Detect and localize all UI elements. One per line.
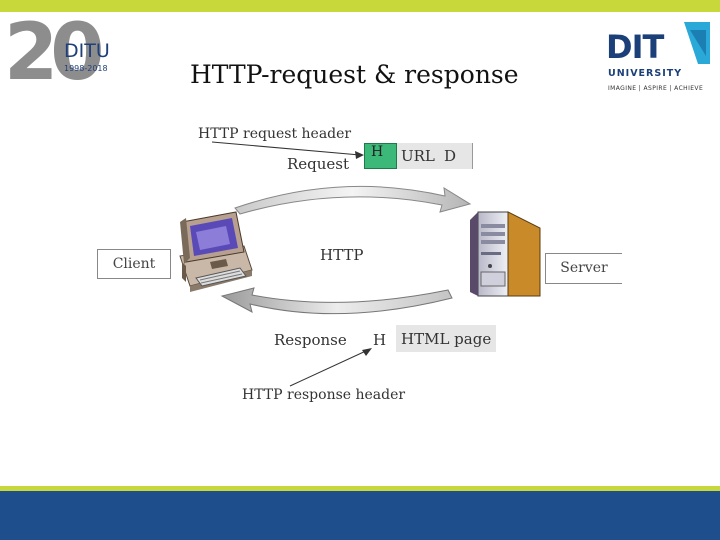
- request-url-data-field: URL D: [397, 143, 473, 169]
- response-html-field: HTML page: [396, 325, 496, 352]
- request-data-field: D: [444, 147, 457, 165]
- logo-mark-icon: [684, 22, 710, 64]
- client-computer-icon: [179, 211, 253, 292]
- client-label: Client: [97, 249, 171, 279]
- logo-dit: DIT: [606, 28, 664, 66]
- footer-accent-line: [0, 486, 720, 491]
- dit-university-logo: DIT UNIVERSITY IMAGINE | ASPIRE | ACHIEV…: [604, 20, 714, 100]
- response-html-label: HTML page: [401, 330, 492, 348]
- protocol-label: HTTP: [320, 246, 364, 264]
- response-label: Response: [274, 331, 347, 349]
- response-header-label: HTTP response header: [242, 387, 406, 403]
- footer-bar: [0, 491, 720, 540]
- top-accent-bar: [0, 0, 720, 12]
- request-label: Request: [287, 155, 350, 173]
- request-header-field: H: [364, 143, 397, 169]
- response-arc-arrow: [220, 287, 453, 315]
- logo-name: DITU: [64, 40, 110, 62]
- ditu-20-years-logo: 20 DITU 1998-2018: [4, 12, 124, 98]
- logo-tagline: IMAGINE | ASPIRE | ACHIEVE: [608, 85, 704, 92]
- response-header-field: H: [373, 331, 387, 349]
- slide-title: HTTP-request & response: [190, 60, 519, 89]
- request-header-pointer: [211, 141, 364, 159]
- logo-years: 1998-2018: [64, 64, 108, 73]
- logo-numeral: 20: [4, 8, 105, 98]
- logo-university: UNIVERSITY: [608, 68, 683, 79]
- request-url-field: URL: [401, 147, 435, 165]
- server-label: Server: [545, 253, 622, 284]
- request-header-label: HTTP request header: [198, 126, 352, 142]
- response-header-pointer: [289, 348, 372, 387]
- request-arc-arrow: [234, 185, 472, 215]
- server-tower-icon: [470, 211, 541, 297]
